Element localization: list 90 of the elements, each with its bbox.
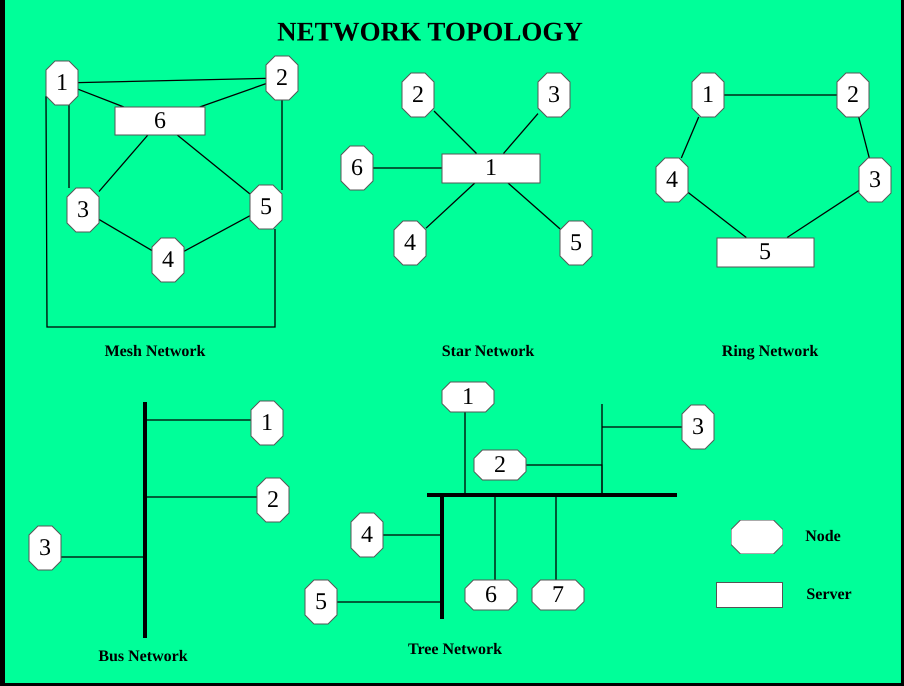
node-label: 2 xyxy=(276,66,288,90)
node-octagon xyxy=(305,580,337,624)
node-octagon xyxy=(859,158,891,202)
legend-text: Server xyxy=(806,586,852,604)
node-label: 2 xyxy=(267,488,279,512)
node-octagon xyxy=(29,526,61,570)
node-label: 6 xyxy=(154,109,166,133)
node-label: 3 xyxy=(548,83,560,107)
connector-line xyxy=(147,496,257,498)
node-octagon xyxy=(67,188,99,232)
network-caption: Tree Network xyxy=(408,641,502,659)
node-octagon xyxy=(402,73,434,117)
node-octagon xyxy=(257,478,289,522)
connector-line xyxy=(45,96,276,328)
node-octagon xyxy=(474,450,526,480)
node-label: 5 xyxy=(315,590,327,614)
connector-line xyxy=(680,116,700,158)
connector-line xyxy=(61,556,143,558)
node-octagon xyxy=(341,146,373,190)
node-label: 2 xyxy=(494,453,506,477)
node-label: 3 xyxy=(692,415,704,439)
node-label: 3 xyxy=(77,198,89,222)
node-octagon xyxy=(560,221,592,265)
legend-text: Node xyxy=(805,528,841,546)
connector-line xyxy=(724,94,837,96)
connector-line xyxy=(494,497,496,580)
node-label: 6 xyxy=(351,156,363,180)
node-octagon xyxy=(251,401,283,445)
node-octagon xyxy=(394,221,426,265)
node-octagon xyxy=(682,405,714,449)
connector-line xyxy=(337,601,440,603)
connector-line xyxy=(688,192,747,238)
server-box xyxy=(442,154,540,182)
network-caption: Bus Network xyxy=(98,648,188,666)
node-label: 4 xyxy=(162,248,174,272)
node-label: 2 xyxy=(847,83,859,107)
node-label: 4 xyxy=(666,168,678,192)
connector-line xyxy=(464,412,466,493)
node-octagon xyxy=(538,73,570,117)
connector-line xyxy=(426,182,476,229)
node-label: 5 xyxy=(759,240,771,264)
connector-line xyxy=(98,134,148,192)
server-box xyxy=(115,107,205,135)
server-box xyxy=(716,238,814,266)
connector-line xyxy=(78,78,266,84)
network-caption: Star Network xyxy=(442,343,534,361)
node-label: 5 xyxy=(570,231,582,255)
node-label: 4 xyxy=(404,231,416,255)
connector-line xyxy=(98,218,152,252)
connector-line xyxy=(200,83,266,108)
node-label: 1 xyxy=(485,156,497,180)
connector-line xyxy=(78,88,124,108)
connector-line xyxy=(503,113,538,154)
connector-line xyxy=(176,134,250,195)
connector-line xyxy=(147,419,251,421)
node-octagon xyxy=(46,61,78,105)
node-octagon xyxy=(152,238,184,282)
node-label: 5 xyxy=(260,195,272,219)
node-octagon xyxy=(692,73,724,117)
tree-backbone-line xyxy=(427,493,677,619)
connector-line xyxy=(434,110,477,154)
connector-line xyxy=(184,215,250,252)
network-caption: Mesh Network xyxy=(104,343,206,361)
node-octagon xyxy=(351,513,383,557)
connector-line xyxy=(373,167,442,169)
node-label: 1 xyxy=(702,83,714,107)
node-octagon xyxy=(656,158,688,202)
node-octagon xyxy=(442,382,494,412)
connector-line xyxy=(858,116,870,158)
connector-line xyxy=(383,534,440,536)
node-octagon xyxy=(837,73,869,117)
node-label: 7 xyxy=(552,583,564,607)
node-label: 3 xyxy=(869,168,881,192)
connector-line xyxy=(68,105,70,188)
node-octagon xyxy=(266,56,298,100)
connector-line xyxy=(555,497,557,580)
node-label: 6 xyxy=(485,583,497,607)
connector-line xyxy=(526,464,603,493)
node-label: 1 xyxy=(462,385,474,409)
connector-line xyxy=(281,100,283,190)
connector-line xyxy=(786,190,860,238)
node-octagon xyxy=(250,185,282,229)
node-label: 3 xyxy=(39,536,51,560)
node-label: 1 xyxy=(56,71,68,95)
connector-line xyxy=(507,182,560,230)
node-label: 1 xyxy=(261,411,273,435)
network-caption: Ring Network xyxy=(722,343,818,361)
title: NETWORK TOPOLOGY xyxy=(277,16,583,48)
node-label: 4 xyxy=(361,523,373,547)
node-label: 2 xyxy=(412,83,424,107)
